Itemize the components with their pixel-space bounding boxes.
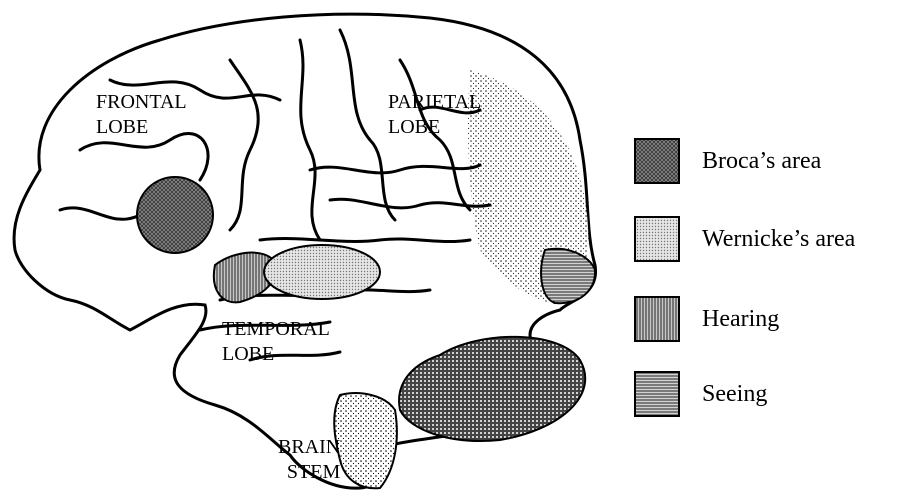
legend-box-seeing xyxy=(634,371,680,417)
wernicke-area xyxy=(264,245,380,299)
legend-box-wernicke xyxy=(634,216,680,262)
legend-box-broca xyxy=(634,138,680,184)
frontal-lobe-label: FRONTAL LOBE xyxy=(96,90,187,140)
legend-label-seeing: Seeing xyxy=(702,381,767,408)
legend-box-hearing xyxy=(634,296,680,342)
legend-item-wernicke: Wernicke’s area xyxy=(634,216,855,262)
parietal-lobe-label: PARIETAL LOBE xyxy=(388,90,481,140)
legend-item-broca: Broca’s area xyxy=(634,138,821,184)
legend-label-wernicke: Wernicke’s area xyxy=(702,226,855,253)
legend-item-hearing: Hearing xyxy=(634,296,779,342)
legend-label-broca: Broca’s area xyxy=(702,148,821,175)
legend-label-hearing: Hearing xyxy=(702,306,779,333)
temporal-lobe-label: TEMPORAL LOBE xyxy=(222,317,330,367)
brain-stem-label: BRAIN STEM xyxy=(278,435,340,485)
broca-area xyxy=(137,177,213,253)
legend-item-seeing: Seeing xyxy=(634,371,767,417)
